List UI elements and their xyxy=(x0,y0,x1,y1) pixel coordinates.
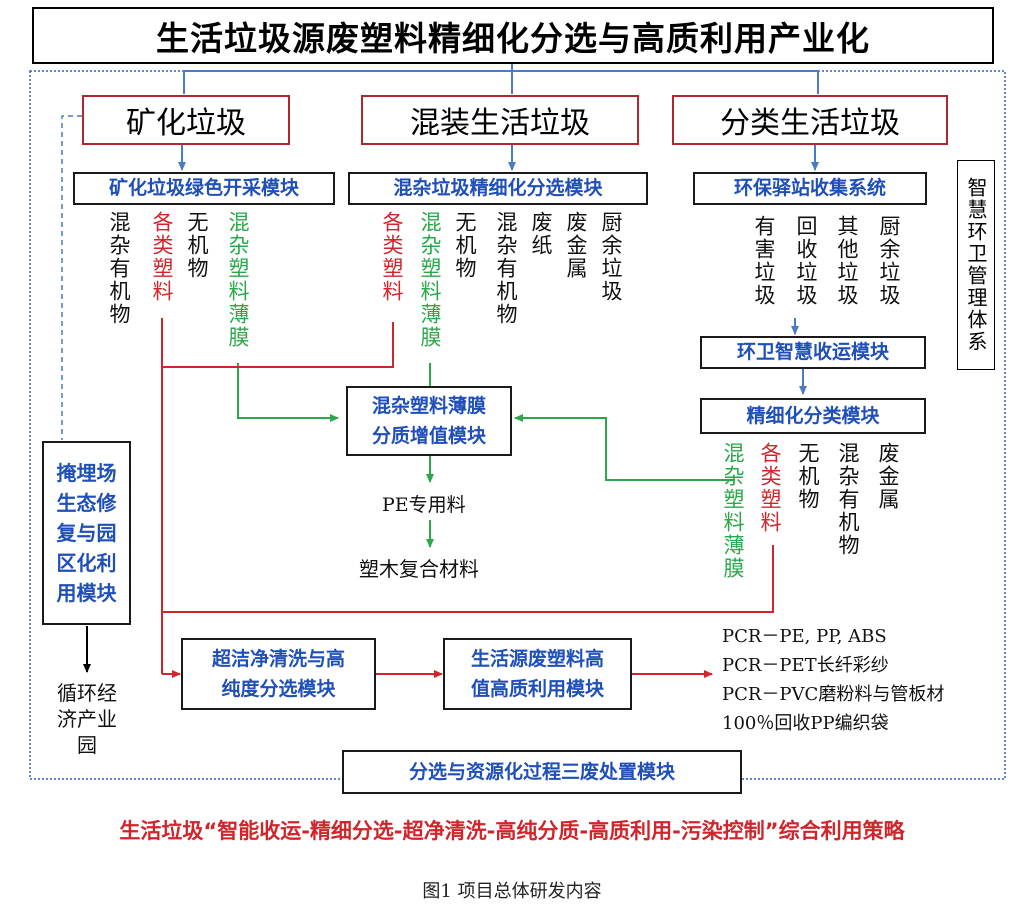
mineral-output-plastics: 各类塑料 xyxy=(150,211,174,303)
product-pe: PE专用料 xyxy=(382,494,466,516)
park-line-1: 循环经 xyxy=(57,681,117,705)
mixed-output-film: 混杂塑料薄膜 xyxy=(418,211,442,349)
film-module-line-1: 混杂塑料薄膜 xyxy=(371,395,486,417)
module-green-mining: 矿化垃圾绿色开采模块 xyxy=(73,172,335,205)
module-landfill-restoration: 掩埋场 生态修 复与园 区化利 用模块 xyxy=(42,441,131,625)
mixed-output-paper: 废纸 xyxy=(529,211,553,257)
classify-output-inorganic: 无机物 xyxy=(796,442,820,511)
module-eco-station: 环保驿站收集系统 xyxy=(693,172,927,205)
landfill-line-4: 区化利 xyxy=(56,551,117,575)
strategy-statement: 生活垃圾“智能收运-精细分选-超净清洗-高纯分质-高质利用-污染控制”综合利用策… xyxy=(119,819,905,843)
module-high-value-utilization: 生活源废塑料高 值高质利用模块 xyxy=(443,638,632,710)
mixed-output-inorganic: 无机物 xyxy=(453,211,477,280)
classify-output-film: 混杂塑料薄膜 xyxy=(721,442,745,580)
module-film-grading: 混杂塑料薄膜 分质增值模块 xyxy=(346,386,512,456)
module-smart-transport: 环卫智慧收运模块 xyxy=(700,336,926,369)
category-mineral-waste: 矿化垃圾 xyxy=(82,95,290,145)
main-title: 生活垃圾源废塑料精细化分选与高质利用产业化 xyxy=(32,7,994,64)
hq-line-2: 值高质利用模块 xyxy=(470,678,604,700)
park-line-3: 园 xyxy=(77,733,97,757)
module-fine-classify: 精细化分类模块 xyxy=(700,398,926,434)
sorted-output-recyclable: 回收垃圾 xyxy=(794,215,818,307)
outer-dotted-frame xyxy=(29,70,1006,780)
product-wood-plastic: 塑木复合材料 xyxy=(359,557,479,581)
mixed-output-plastics: 各类塑料 xyxy=(380,211,404,303)
module-waste-treatment: 分选与资源化过程三废处置模块 xyxy=(342,750,742,794)
landfill-line-3: 复与园 xyxy=(56,521,117,545)
mineral-output-film: 混杂塑料薄膜 xyxy=(226,211,250,349)
park-line-2: 济产业 xyxy=(57,707,117,731)
sorted-output-other: 其他垃圾 xyxy=(835,215,859,307)
landfill-line-1: 掩埋场 xyxy=(56,461,117,485)
module-ultra-clean-wash: 超洁净清洗与高 纯度分选模块 xyxy=(181,638,376,710)
classify-output-metal: 废金属 xyxy=(876,442,900,511)
pcr-product-list: PCR－PE, PP, ABS PCR－PET长纤彩纱 PCR－PVC磨粉料与管… xyxy=(722,622,944,738)
mixed-output-organic: 混杂有机物 xyxy=(494,211,518,326)
film-module-line-2: 分质增值模块 xyxy=(371,425,486,447)
pcr-product-1: PCR－PE, PP, ABS xyxy=(722,626,887,647)
wash-line-1: 超洁净清洗与高 xyxy=(211,648,345,670)
wash-line-2: 纯度分选模块 xyxy=(221,678,336,700)
category-sorted-waste: 分类生活垃圾 xyxy=(672,95,948,145)
sorted-output-kitchen: 厨余垃圾 xyxy=(877,215,901,307)
pcr-product-3: PCR－PVC磨粉料与管板材 xyxy=(722,684,945,705)
mineral-output-inorganic: 无机物 xyxy=(185,211,209,280)
pcr-product-2: PCR－PET长纤彩纱 xyxy=(722,655,889,676)
category-mixed-waste: 混装生活垃圾 xyxy=(361,95,639,145)
landfill-line-2: 生态修 xyxy=(56,491,117,515)
sorted-output-hazardous: 有害垃圾 xyxy=(752,215,776,307)
classify-output-organic: 混杂有机物 xyxy=(836,442,860,557)
pcr-product-4: 100％回收PP编织袋 xyxy=(722,713,889,734)
circular-economy-park: 循环经 济产业 园 xyxy=(46,680,128,758)
mixed-output-kitchen: 厨余垃圾 xyxy=(599,211,623,303)
landfill-line-5: 用模块 xyxy=(56,581,117,605)
mineral-output-organic: 混杂有机物 xyxy=(107,211,131,326)
classify-output-plastics: 各类塑料 xyxy=(758,442,782,534)
module-fine-sorting: 混杂垃圾精细化分选模块 xyxy=(348,172,648,205)
mixed-output-metal: 废金属 xyxy=(564,211,588,280)
figure-caption: 图1 项目总体研发内容 xyxy=(422,881,602,902)
hq-line-1: 生活源废塑料高 xyxy=(470,648,604,670)
smart-sanitation-system: 智慧环卫管理体系 xyxy=(957,160,995,370)
